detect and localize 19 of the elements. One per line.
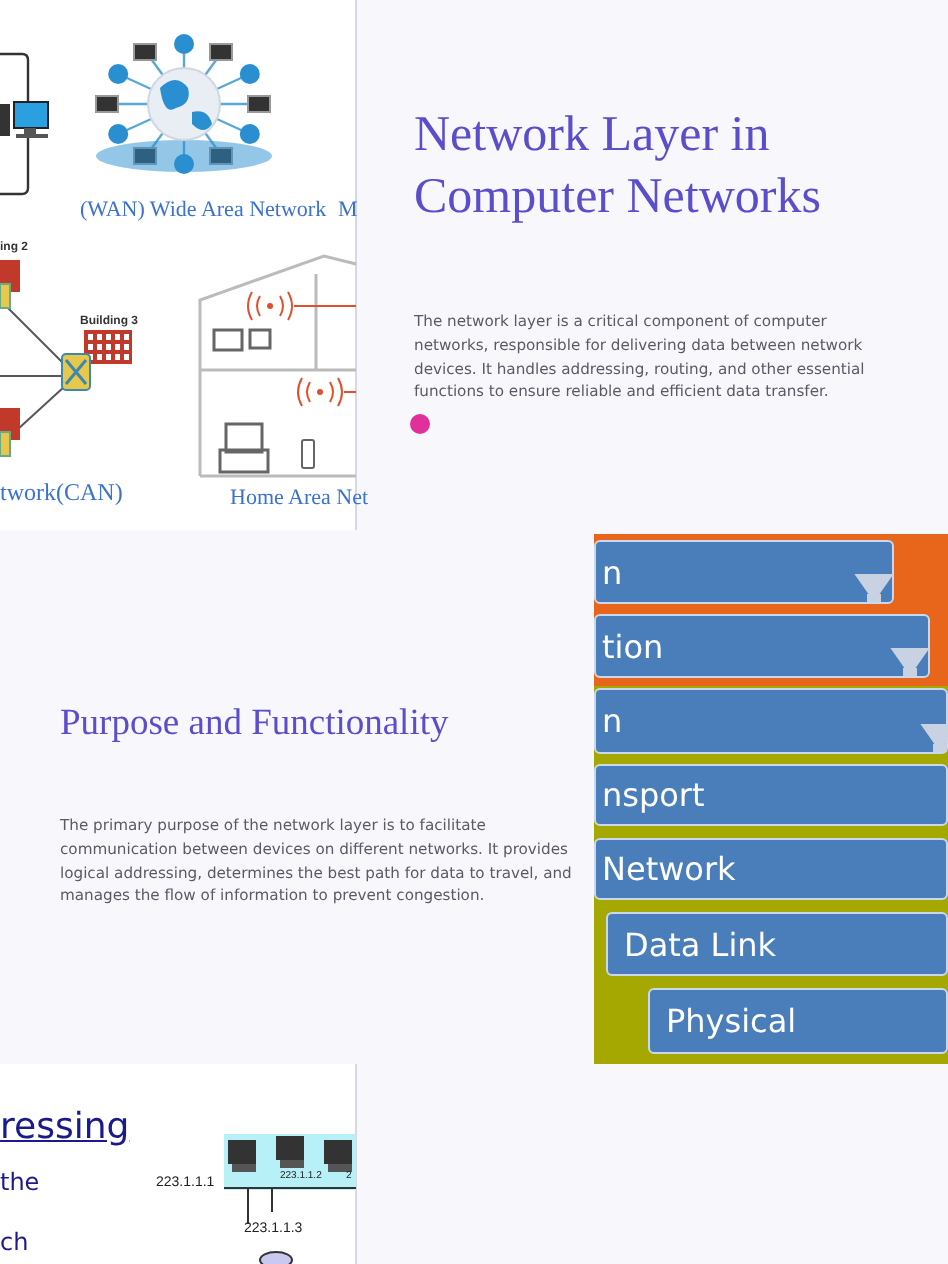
down-arrow (854, 574, 894, 602)
down-arrow (890, 648, 930, 676)
caption: twork(CAN) (0, 480, 123, 508)
layer-box: n (594, 688, 948, 754)
caption: Home Area Net (230, 486, 369, 512)
caption: M (338, 198, 358, 224)
layer-box: n (594, 540, 894, 604)
title: Network Layer in Computer Networks (414, 106, 823, 229)
layer-box: tion (594, 614, 930, 678)
heading: Purpose and Functionality (60, 704, 449, 747)
heading: ressing (0, 1108, 130, 1150)
text-fragment: the (0, 1170, 40, 1198)
layer-box: Physical (648, 988, 948, 1054)
caption: (WAN) Wide Area Network (80, 198, 327, 224)
layer-box: Network (594, 838, 948, 900)
down-arrow (920, 724, 948, 752)
text-fragment: ch (0, 1230, 29, 1258)
layer-box: Data Link (606, 912, 948, 976)
layer-box: nsport (594, 764, 948, 826)
